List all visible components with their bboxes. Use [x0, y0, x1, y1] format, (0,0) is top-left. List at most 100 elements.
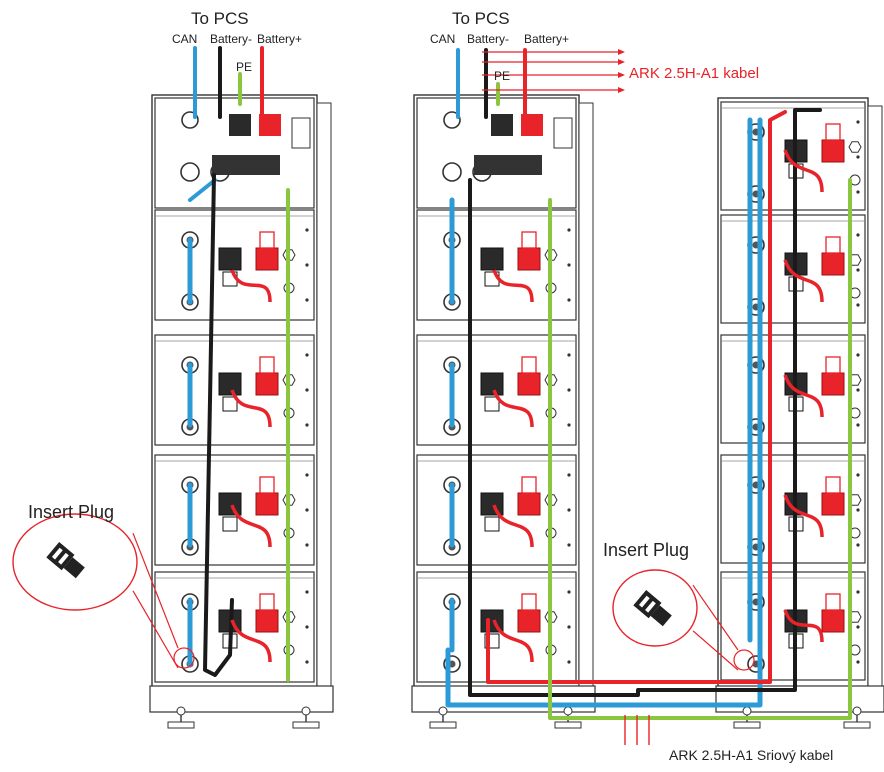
left-pos-jumper-3	[230, 619, 272, 663]
right-a-top-pos	[521, 114, 543, 136]
right-a-pos-jumper-0	[492, 269, 534, 303]
right-to-pcs-label: To PCS	[452, 9, 510, 28]
right-b-dot-3-0	[856, 473, 860, 477]
right-a-pos-plug-1	[521, 356, 537, 374]
right-b-pos-connector-4	[821, 609, 845, 633]
cross-pe-loop	[548, 178, 852, 720]
cross-pos-loop	[486, 110, 787, 684]
right-insert-plug-leader-top	[692, 584, 739, 651]
right-b-dot-0-2	[856, 190, 860, 194]
right-b-pos-jumper-2	[783, 374, 824, 418]
left-neg-plug-1	[222, 396, 238, 412]
left-insert-plug-leader-bottom	[132, 590, 179, 669]
right-insert-plug-target-ring	[733, 649, 755, 671]
right-insert-plug-plug-body	[633, 590, 662, 619]
right-b-dot-2-1	[856, 388, 860, 392]
right-b-pos-plug-3	[825, 476, 841, 494]
left-insert-plug-leader-top	[132, 532, 179, 649]
left-pos-jumper-1	[230, 389, 272, 428]
left-dot-0-1	[305, 263, 309, 267]
right-cabinet-a-foot-bolt-0	[438, 706, 448, 716]
right-b-pos-plug-1	[825, 236, 841, 254]
left-dot-0-0	[305, 228, 309, 232]
right-a-neg-connector-1	[480, 372, 504, 396]
right-a-dot-1-1	[567, 388, 571, 392]
left-pos-connector-3	[255, 609, 279, 633]
right-a-dot-1-0	[567, 353, 571, 357]
cross-can-loop	[445, 117, 763, 708]
right-b-hex-0	[848, 141, 862, 153]
right-a-neg-plug-2	[484, 516, 500, 532]
ark-kabel-label: ARK 2.5H-A1 kabel	[629, 65, 760, 82]
right-a-neg-plug-1	[484, 396, 500, 412]
left-insert-plug-plug-head	[63, 557, 85, 579]
left-dot-0-2	[305, 298, 309, 302]
right-cabinet-b-foot-bolt-1	[852, 706, 862, 716]
right-a-pos-connector-3	[517, 609, 541, 633]
left-insert-plug-plug-body	[46, 542, 75, 571]
right-a-pos-connector-0	[517, 247, 541, 271]
right-a-dot-0-1	[567, 263, 571, 267]
right-b-dot-1-2	[856, 303, 860, 307]
right-a-link-out-port	[442, 162, 462, 182]
left-cabinet-foot-0	[167, 721, 195, 729]
left-dot-3-2	[305, 660, 309, 664]
left-dot-1-1	[305, 388, 309, 392]
right-a-dot-3-0	[567, 590, 571, 594]
left-neg-plug-2	[222, 516, 238, 532]
left-insert-plug-plug-slot-a	[51, 547, 63, 560]
left-insert-plug-label: Insert Plug	[28, 502, 115, 522]
left-pos-connector-0	[255, 247, 279, 271]
left-top-neg	[229, 114, 251, 136]
left-dot-2-0	[305, 473, 309, 477]
right-b-dot-1-1	[856, 268, 860, 272]
left-insert-plug-plug-icon	[46, 542, 85, 579]
right-b-dot-4-0	[856, 590, 860, 594]
ark-kabel-arrow-2	[618, 72, 625, 78]
right-cabinet-b-foot-0	[733, 721, 761, 729]
right-a-neg-connector-0	[480, 247, 504, 271]
right-insert-plug-leader-bottom	[692, 630, 739, 671]
right-insert-plug-label: Insert Plug	[603, 540, 690, 560]
right-b-pos-plug-0	[825, 123, 841, 141]
right-b-pos-connector-0	[821, 139, 845, 163]
cables	[187, 46, 852, 745]
left-link-out-port	[180, 162, 200, 182]
right-insert-plug-plug-head	[650, 605, 672, 627]
right-b-dot-2-0	[856, 353, 860, 357]
left-top-pos	[259, 114, 281, 136]
right-b-pos-plug-2	[825, 356, 841, 374]
right-b-pos-connector-2	[821, 372, 845, 396]
left-dot-3-0	[305, 590, 309, 594]
left-can-label: CAN	[172, 32, 198, 46]
left-neg-connector-2	[218, 492, 242, 516]
right-b-dot-1-0	[856, 233, 860, 237]
right-cabinet-a-foot-1	[554, 721, 582, 729]
right-cabinet-b-foot-1	[843, 721, 871, 729]
right-a-dot-2-0	[567, 473, 571, 477]
right-a-pos-plug-3	[521, 593, 537, 611]
right-a-pos-jumper-2	[492, 504, 534, 548]
right-pe-label: PE	[494, 69, 511, 83]
left-insert-plug-plug-slot-b	[58, 552, 69, 565]
callouts	[12, 513, 755, 671]
right-b-pos-jumper-1	[783, 259, 824, 303]
right-b-dot-4-2	[856, 660, 860, 664]
right-b-dot-0-1	[856, 155, 860, 159]
right-a-pos-connector-1	[517, 372, 541, 396]
right-b-pos-jumper-0	[783, 149, 824, 193]
left-bmu-link	[188, 178, 217, 202]
right-a-bus-block	[474, 155, 542, 175]
right-b-pos-jumper-4	[783, 609, 824, 643]
left-cabinet-foot-bolt-0	[176, 706, 186, 716]
right-a-dot-2-1	[567, 508, 571, 512]
right-a-top-neg	[491, 114, 513, 136]
left-pe-label: PE	[236, 60, 253, 74]
right-insert-plug-plug-icon	[633, 590, 672, 627]
right-can-label: CAN	[430, 32, 456, 46]
left-insert-plug-target-ring	[173, 647, 195, 669]
right-a-pos-connector-2	[517, 492, 541, 516]
right-a-pos-jumper-3	[492, 619, 534, 663]
